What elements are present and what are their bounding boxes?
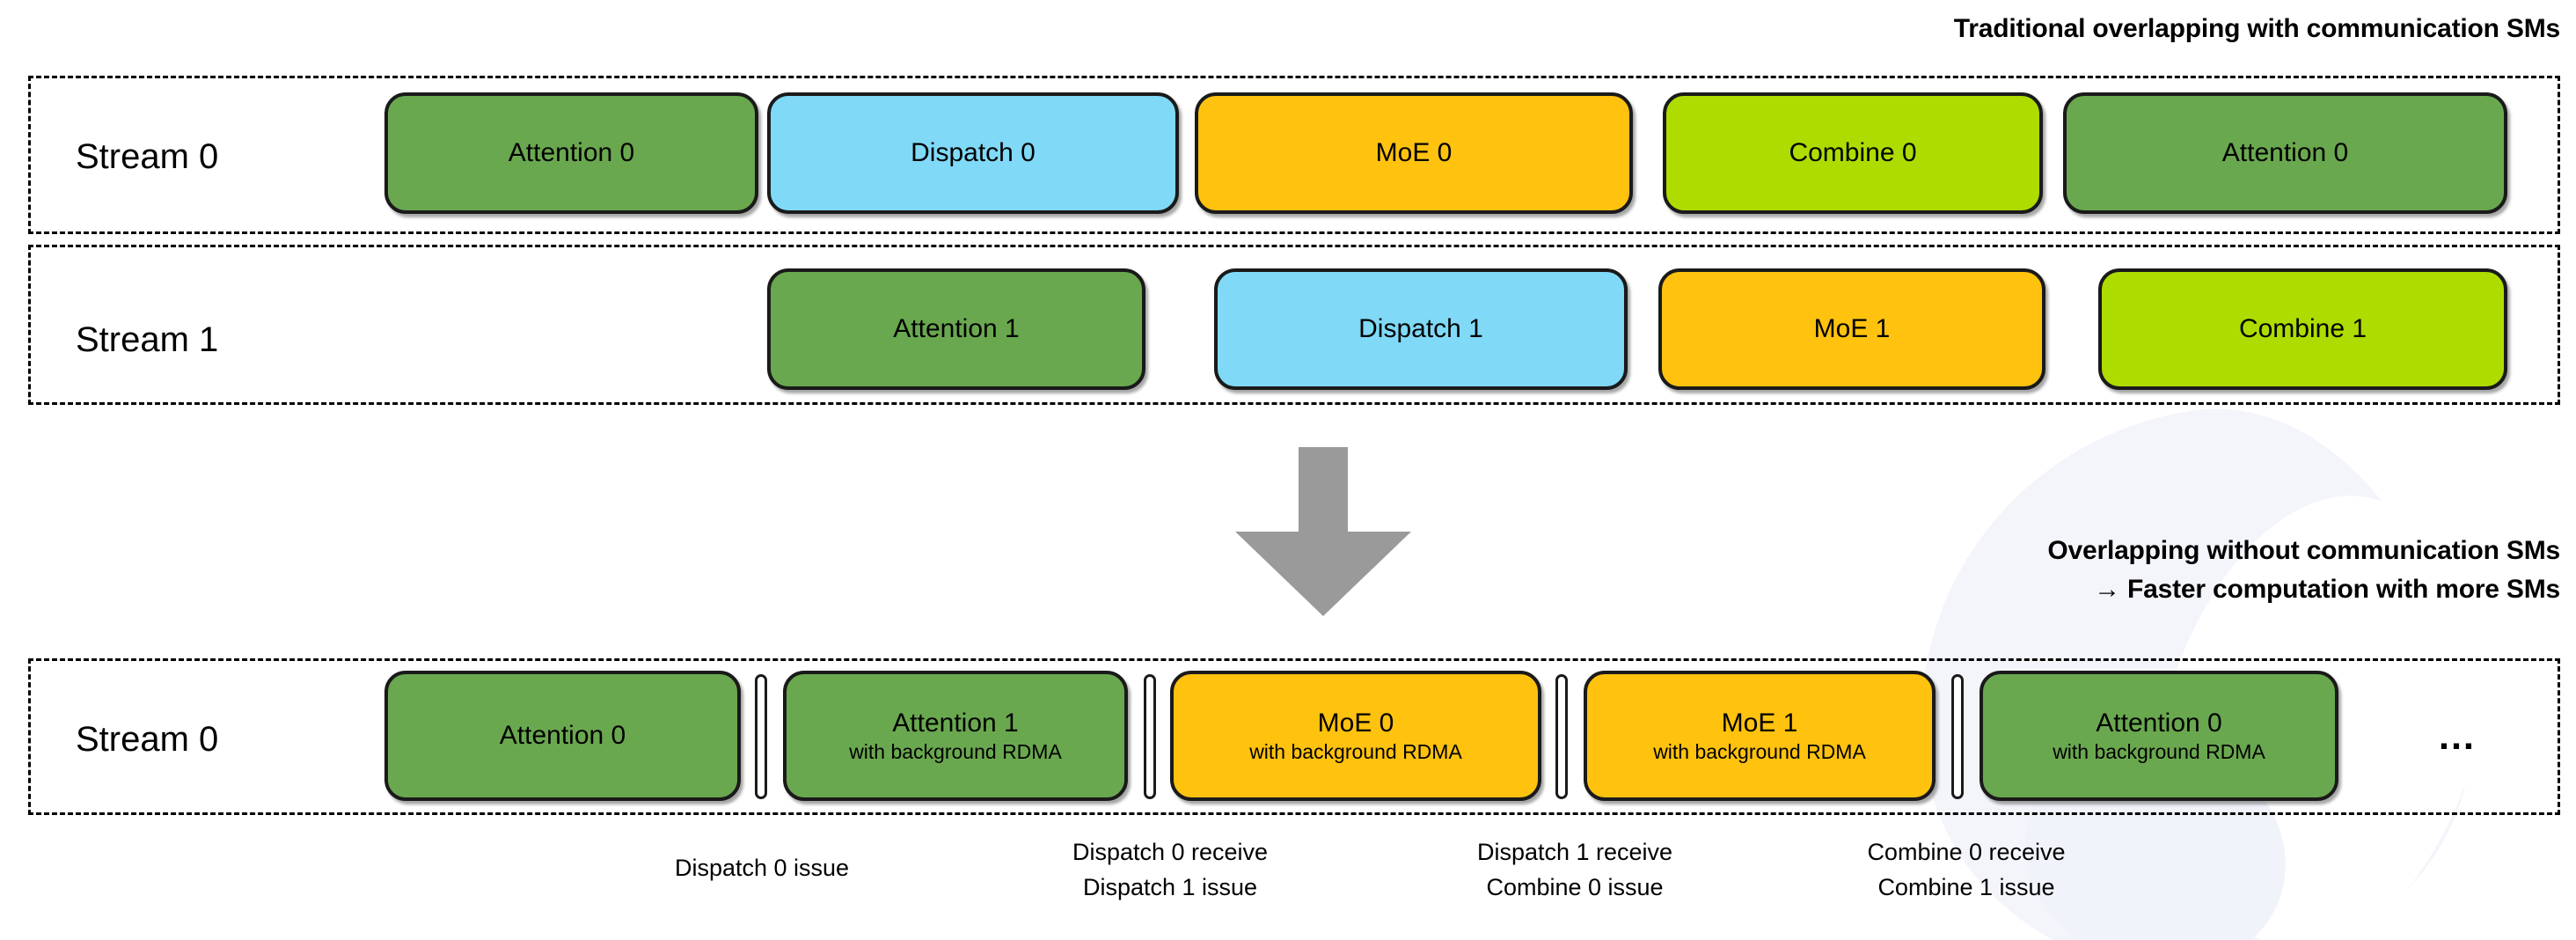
caption-line-1: Overlapping without communication SMs — [2047, 536, 2560, 565]
task-block-title: MoE 0 — [1317, 709, 1394, 738]
stream-container-0 — [28, 76, 2560, 234]
task-block-title: Combine 1 — [2238, 314, 2367, 343]
event-annotation-line: Dispatch 1 receive — [1476, 839, 1673, 865]
task-block[interactable]: Combine 0 — [1663, 92, 2043, 214]
block-separator-bar — [1555, 674, 1568, 799]
task-block-title: Attention 0 — [2096, 709, 2222, 738]
down-arrow-icon — [1235, 447, 1411, 616]
task-block[interactable]: Attention 0 — [384, 92, 758, 214]
task-block-title: Attention 1 — [892, 709, 1019, 738]
task-block-title: MoE 1 — [1813, 314, 1891, 343]
task-block-title: MoE 1 — [1721, 709, 1798, 738]
task-block[interactable]: Combine 1 — [2098, 268, 2507, 390]
block-separator-bar — [755, 674, 767, 799]
event-annotation-line: Combine 1 issue — [1877, 874, 2055, 900]
task-block-subtitle: with background RDMA — [1249, 740, 1462, 763]
caption-line-2: → Faster computation with more SMs — [2094, 575, 2560, 604]
event-annotation-line: Dispatch 0 receive — [1072, 839, 1269, 865]
event-annotation: Dispatch 0 issue — [675, 850, 849, 885]
event-annotation-line: Dispatch 0 issue — [674, 855, 850, 881]
event-annotation-line: Combine 0 issue — [1486, 874, 1664, 900]
task-block-subtitle: with background RDMA — [1653, 740, 1866, 763]
block-separator-bar — [1951, 674, 1964, 799]
task-block-subtitle: with background RDMA — [849, 740, 1062, 763]
caption-traditional-overlapping: Traditional overlapping with communicati… — [1953, 14, 2560, 43]
stream-container-2 — [28, 658, 2560, 815]
task-block[interactable]: Attention 0 — [384, 671, 741, 801]
task-block-title: Attention 0 — [508, 138, 635, 167]
task-block-title: Dispatch 0 — [911, 138, 1036, 167]
task-block-title: Attention 0 — [499, 721, 626, 750]
event-annotation-line: Dispatch 1 issue — [1082, 874, 1258, 900]
task-block-title: MoE 0 — [1375, 138, 1453, 167]
stream-label-0: Stream 0 — [76, 137, 219, 176]
stream-label-2: Stream 0 — [76, 720, 219, 759]
task-block[interactable]: MoE 0 — [1195, 92, 1633, 214]
task-block[interactable]: Attention 0 — [2063, 92, 2507, 214]
task-block[interactable]: Dispatch 0 — [767, 92, 1179, 214]
stream-container-1 — [28, 245, 2560, 405]
event-annotation-line: Combine 0 receive — [1867, 839, 2066, 865]
task-block[interactable]: Attention 1 — [767, 268, 1145, 390]
task-block-subtitle: with background RDMA — [2053, 740, 2265, 763]
task-block-title: Dispatch 1 — [1358, 314, 1483, 343]
task-block-title: Combine 0 — [1789, 138, 1917, 167]
task-block[interactable]: Dispatch 1 — [1214, 268, 1628, 390]
caption-overlapping-without-sms: Overlapping without communication SMs → … — [2047, 532, 2560, 609]
block-separator-bar — [1144, 674, 1156, 799]
task-block[interactable]: MoE 1 — [1658, 268, 2045, 390]
task-block-title: Attention 0 — [2221, 138, 2349, 167]
stream-label-1: Stream 1 — [76, 320, 219, 359]
ellipsis-indicator: … — [2437, 715, 2479, 758]
task-block-title: Attention 1 — [893, 314, 1020, 343]
